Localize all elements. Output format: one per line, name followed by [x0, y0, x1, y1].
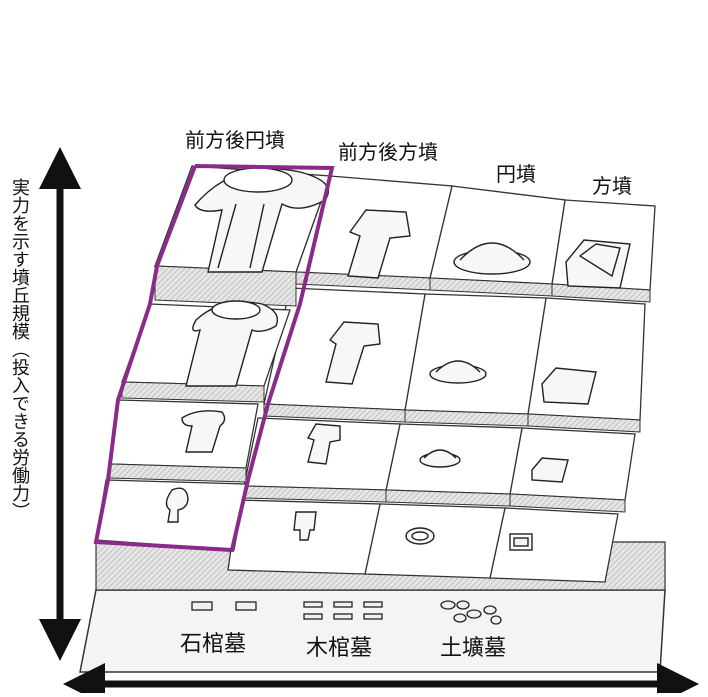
highlight-outline: [93, 164, 335, 553]
keyhole-round-mound-icon: [165, 167, 330, 523]
label-keyhole-square: 前方後方墳: [338, 140, 438, 164]
burial-icons: [191, 600, 502, 625]
burial-pit-label: 土壙墓: [440, 636, 507, 661]
label-round: 円墳: [496, 162, 536, 186]
label-square: 方墳: [592, 174, 632, 198]
vertical-axis-label: 実力を示す墳丘規模（投入できる労働力）: [4, 178, 30, 520]
vertical-axis-main: 実力を示す墳丘規模: [9, 178, 30, 340]
burial-stone-label: 石棺墓: [180, 632, 247, 657]
label-keyhole-round: 前方後円墳: [185, 128, 285, 152]
burial-wood-label: 木棺墓: [306, 636, 373, 661]
keyhole-square-mound-icon: [293, 209, 411, 541]
square-mound-icon: [509, 239, 631, 551]
vertical-axis-sub: （投入できる労働力）: [9, 340, 30, 520]
column-round: [364, 185, 566, 579]
round-mound-icon: [405, 242, 531, 545]
